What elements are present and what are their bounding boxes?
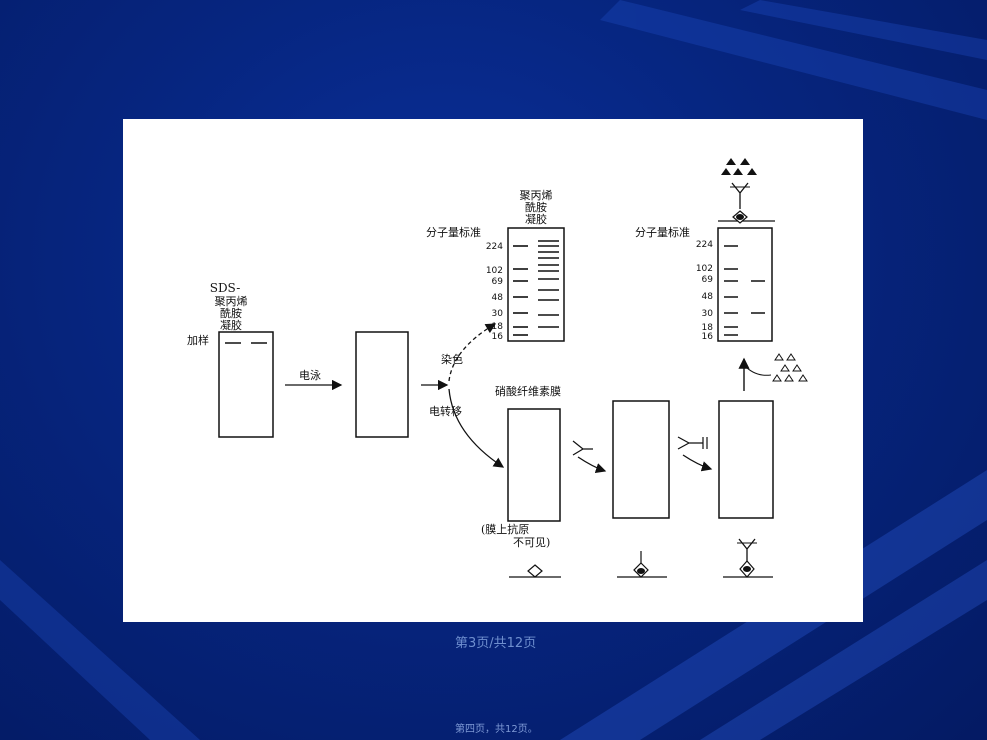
marker-30-right: 30: [702, 309, 714, 319]
page-number-label: 第3页/共12页: [455, 636, 537, 651]
transfer-curve: [448, 388, 505, 468]
gel1-label-line4: 凝胶: [220, 318, 242, 332]
marker-30-left: 30: [492, 309, 504, 319]
antigen-complex-icon-3: [723, 538, 773, 578]
marker-102-right: 102: [696, 264, 713, 274]
membrane-3: [718, 400, 774, 519]
marker-label-right: 分子量标准: [635, 225, 690, 239]
note-line1: (膜上抗原: [481, 522, 529, 536]
western-blot-figure: SDS- 聚丙烯 酰胺 凝胶 加样 电泳 染色 电转移 聚丙烯: [123, 119, 863, 622]
membrane-1: [507, 408, 561, 522]
gel1-label-line3: 酰胺: [220, 306, 242, 320]
marker-224-right: 224: [696, 240, 713, 250]
marker-16-right: 16: [702, 332, 714, 342]
step-transfer: 电转移: [429, 404, 462, 418]
marker-224-left: 224: [486, 242, 503, 252]
gel-after-run: [355, 331, 409, 438]
marker-48-right: 48: [702, 292, 714, 302]
membrane-2: [612, 400, 670, 519]
result-blot-box: [717, 227, 773, 342]
western-blot-diagram: SDS- 聚丙烯 酰胺 凝胶 加样 电泳 染色 电转移 聚丙烯: [187, 158, 808, 578]
step-stain: 染色: [441, 352, 463, 366]
secondary-antibody-icon: [677, 436, 708, 450]
membrane-label: 硝酸纤维素膜: [495, 384, 561, 398]
stained-gel-label-line1: 聚丙烯: [520, 189, 553, 202]
stained-gel-label-line2: 酰胺: [525, 200, 547, 214]
marker-16-left: 16: [492, 332, 504, 342]
stained-gel-box: [507, 227, 565, 342]
marker-48-left: 48: [492, 293, 504, 303]
sample-label: 加样: [187, 333, 209, 347]
antigen-icon-1: [509, 564, 561, 578]
note-line2: 不可见): [513, 536, 550, 549]
sds-gel: SDS- 聚丙烯 酰胺 凝胶 加样: [187, 281, 274, 438]
footer-page-label: 第四页，共12页。: [455, 724, 538, 735]
gel1-label-line2: 聚丙烯: [215, 295, 248, 308]
gel1-label-line1: SDS-: [210, 281, 241, 295]
marker-102-left: 102: [486, 266, 503, 276]
step-electrophoresis: 电泳: [299, 368, 321, 382]
stained-gel-label-line3: 凝胶: [525, 212, 547, 226]
substrate-triangles-icon: [772, 353, 808, 382]
marker-69-right: 69: [702, 275, 714, 285]
gel1-box: [218, 331, 274, 438]
detected-complex-icon: [718, 158, 775, 224]
stained-gel: 聚丙烯 酰胺 凝胶 分子量标准 224 102 69 48 30 18 16: [426, 189, 565, 342]
marker-18-left: 18: [492, 322, 504, 332]
marker-label-left: 分子量标准: [426, 225, 481, 239]
result-blot: 分子量标准 224 102 69 48 30 18 16: [635, 225, 773, 342]
primary-antibody-icon: [572, 440, 593, 456]
antigen-icon-2: [617, 551, 667, 578]
marker-18-right: 18: [702, 323, 714, 333]
arrow-1-2: [577, 456, 607, 474]
arrow-2-3: [682, 454, 713, 472]
marker-69-left: 69: [492, 277, 504, 287]
